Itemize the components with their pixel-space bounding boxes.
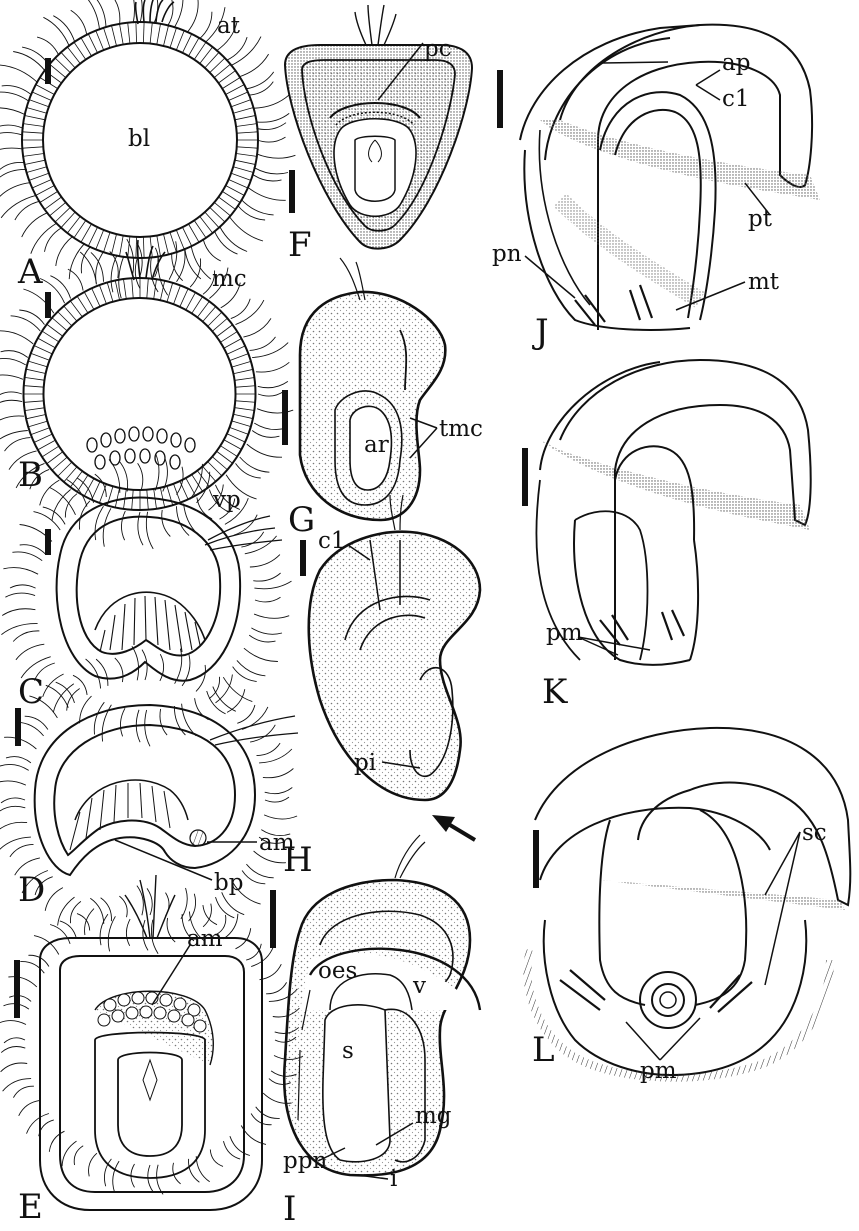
label-i: i — [390, 1168, 397, 1191]
label-v: v — [413, 975, 426, 998]
label-ar: ar — [364, 434, 389, 457]
panel-letter-k: K — [542, 675, 567, 709]
scale-bar-g — [282, 390, 288, 445]
scale-bar-e — [14, 960, 20, 1018]
scale-bar-i — [270, 890, 276, 948]
panel-letter-g: G — [288, 503, 315, 537]
label-s: s — [342, 1040, 354, 1063]
scale-bar-a — [45, 58, 51, 84]
label-am-e: am — [187, 928, 223, 951]
panel-letter-i: I — [283, 1192, 296, 1226]
panel-l-drawing — [527, 728, 850, 1078]
label-c1-j: c1 — [722, 88, 750, 111]
label-mc: mc — [212, 268, 247, 291]
scale-bar-k — [522, 448, 528, 506]
label-pn: pn — [492, 243, 522, 266]
panel-letter-a: A — [18, 255, 43, 289]
panel-letter-d: D — [18, 873, 45, 907]
label-am-d: am — [259, 832, 295, 855]
scale-bar-j — [497, 70, 503, 128]
scale-bar-l — [533, 830, 539, 888]
panel-g-drawing — [300, 258, 445, 520]
label-tmc: tmc — [439, 418, 483, 441]
panel-letter-e: E — [18, 1190, 43, 1224]
label-sc: sc — [802, 822, 827, 845]
panel-letter-f: F — [288, 228, 312, 262]
label-vp: vp — [213, 489, 241, 512]
label-pt: pt — [748, 208, 772, 231]
label-mt: mt — [748, 271, 779, 294]
scale-bar-c — [45, 529, 51, 555]
label-mg: mg — [415, 1105, 452, 1128]
label-pi: pi — [354, 752, 376, 775]
label-c1-h: c1 — [318, 530, 346, 553]
scale-bar-b — [45, 292, 51, 318]
panel-letter-b: B — [18, 458, 43, 492]
label-pm-l: pm — [640, 1060, 677, 1083]
panel-c-drawing — [1, 454, 291, 746]
label-pc: pc — [424, 38, 452, 61]
scale-bar-f — [289, 170, 295, 213]
label-ap: ap — [722, 52, 750, 75]
label-oes: oes — [318, 960, 357, 983]
label-ppn: ppn — [283, 1150, 327, 1173]
panel-b-drawing — [0, 239, 293, 549]
panel-letter-j: J — [535, 315, 549, 349]
scale-bar-h — [300, 540, 306, 576]
label-at: at — [217, 15, 240, 38]
label-bp: bp — [214, 872, 243, 895]
label-pm-k: pm — [546, 622, 583, 645]
panel-letter-c: C — [18, 675, 44, 709]
scale-bar-d — [15, 708, 21, 746]
panel-letter-l: L — [532, 1033, 555, 1067]
label-bl: bl — [128, 128, 150, 151]
